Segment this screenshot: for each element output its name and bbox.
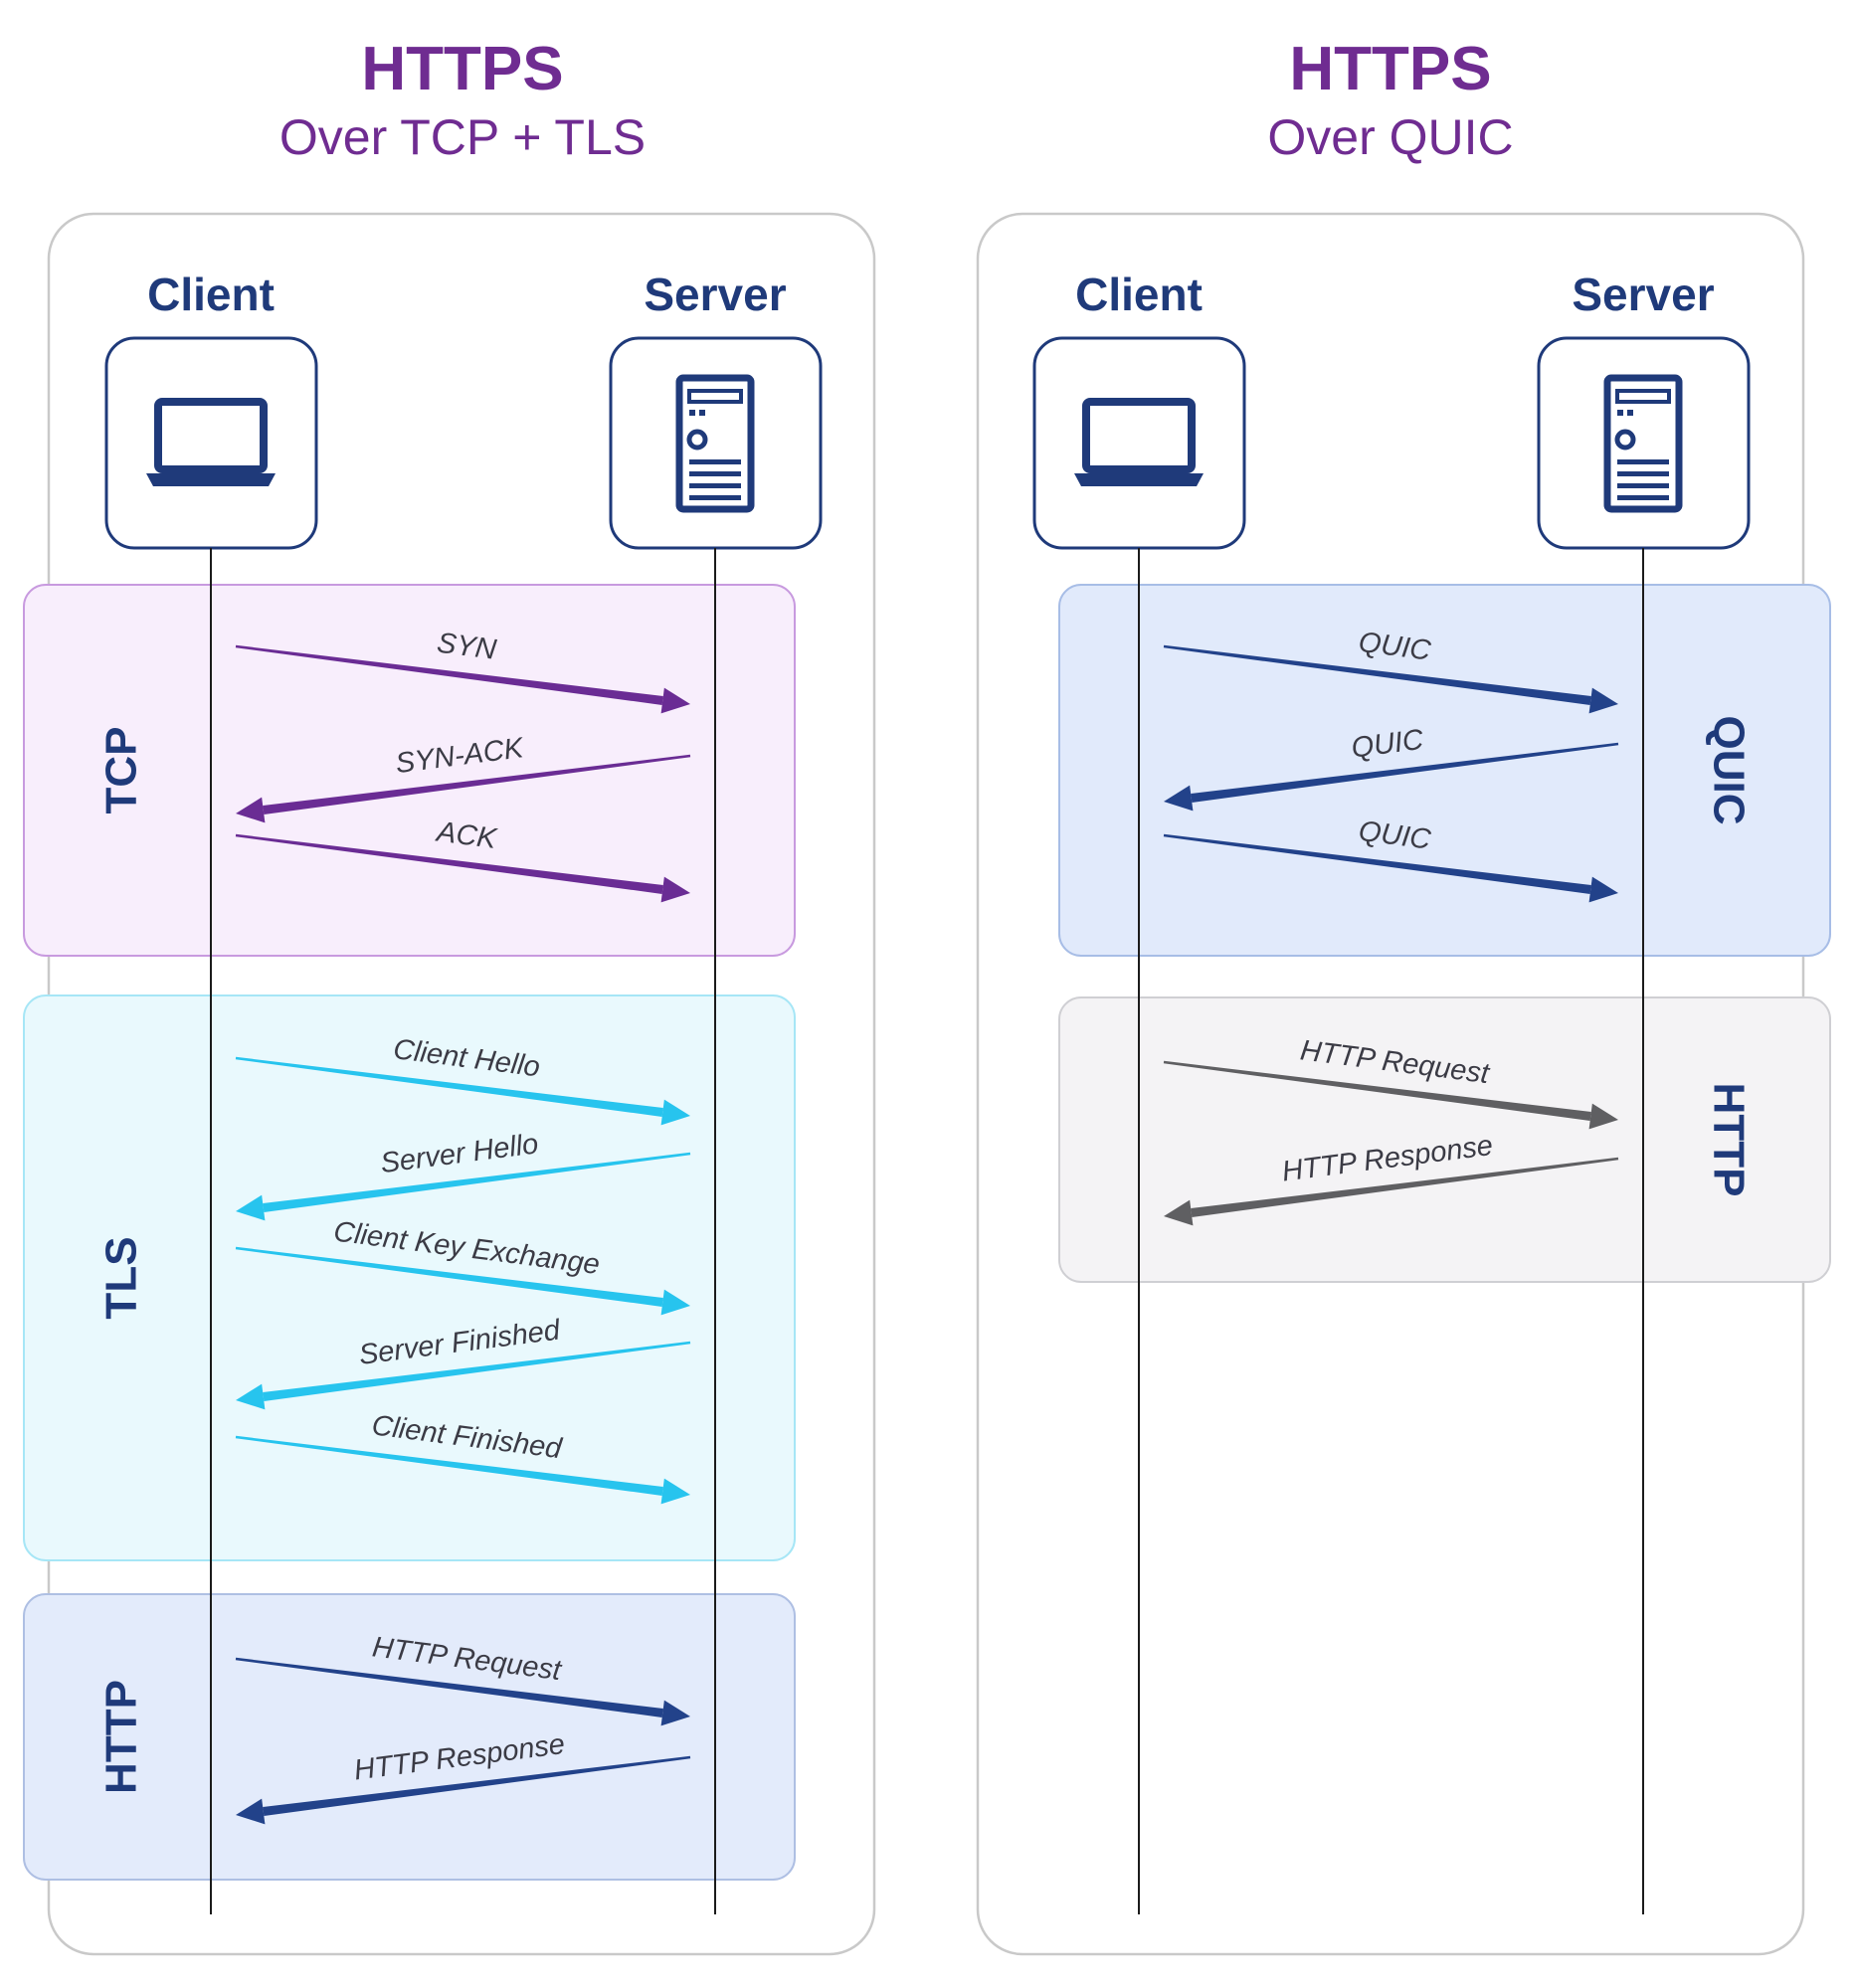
- left-tls-section: [23, 994, 796, 1561]
- right-http-message-arrow: HTTP Request: [1163, 1034, 1618, 1130]
- right-server-label: Server: [1572, 269, 1714, 320]
- right-server-box: [1537, 336, 1751, 550]
- left-http-section: [23, 1593, 796, 1881]
- left-title: HTTPS: [361, 35, 563, 103]
- left-client-box: [104, 336, 318, 550]
- right-subtitle: Over QUIC: [1267, 109, 1513, 165]
- right-http-section-label: HTTP: [1705, 1083, 1754, 1197]
- left-tcp-section-label: TCP: [97, 727, 146, 814]
- right-title: HTTPS: [1289, 35, 1491, 103]
- left-tcp-message-label: SYN: [436, 628, 498, 666]
- left-tcp-message-arrow: SYN: [235, 628, 690, 714]
- left-server-box: [609, 336, 823, 550]
- right-quic-section-label: QUIC: [1705, 716, 1754, 825]
- left-http-section-label: HTTP: [97, 1680, 146, 1794]
- right-client-box: [1032, 336, 1246, 550]
- left-tls-section-label: TLS: [97, 1236, 146, 1319]
- right-quic-message-arrow: QUIC: [1164, 724, 1619, 812]
- right-client-label: Client: [1075, 269, 1203, 320]
- left-tcp-message-arrow: ACK: [235, 815, 690, 903]
- left-server-label: Server: [644, 269, 786, 320]
- right-http-section: [1058, 996, 1831, 1283]
- left-subtitle: Over TCP + TLS: [279, 109, 646, 165]
- right-quic-section: [1058, 584, 1831, 957]
- left-client-label: Client: [147, 269, 275, 320]
- left-tcp-message-label: ACK: [434, 815, 500, 855]
- left-tcp-section: [23, 584, 796, 957]
- right-quic-message-arrow: QUIC: [1163, 815, 1618, 903]
